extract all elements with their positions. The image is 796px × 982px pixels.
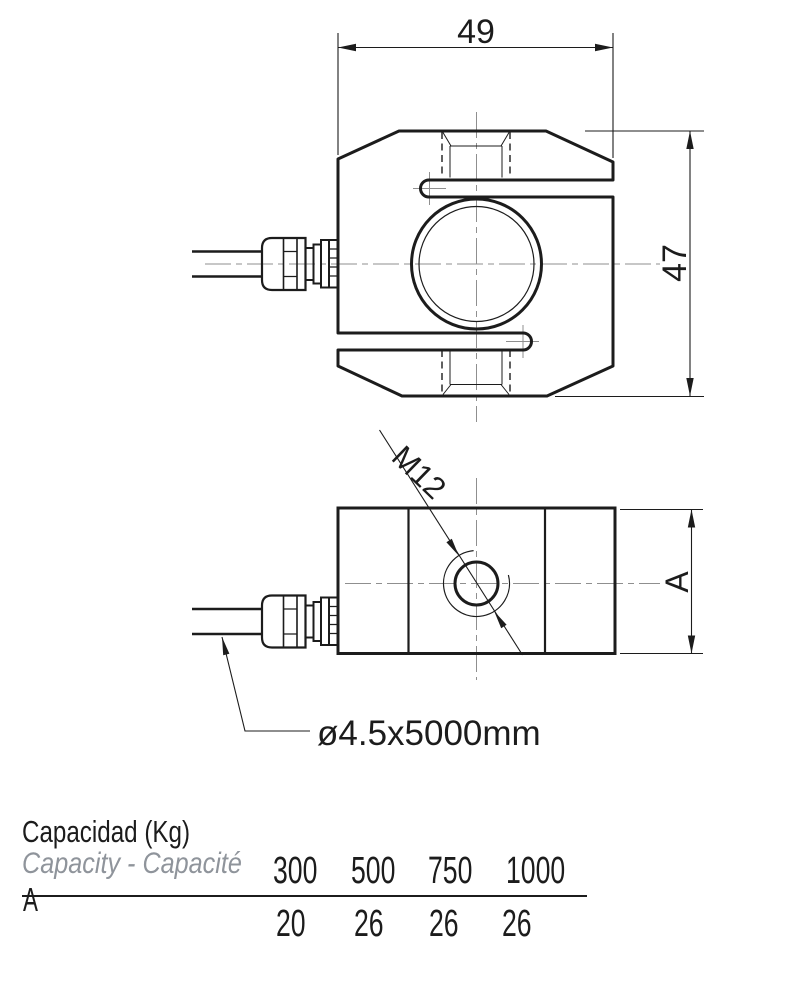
m12-leader: [379, 429, 523, 656]
dim-width-label: 49: [457, 13, 495, 51]
a-value: 20: [276, 903, 306, 945]
cable-gland-side: [190, 594, 339, 649]
capacity-value: 300: [273, 850, 318, 892]
capacity-value: 750: [428, 850, 473, 892]
dimension-height-47: [555, 130, 704, 398]
cable-size-label: ø4.5x5000mm: [317, 714, 541, 753]
a-value: 26: [429, 903, 459, 945]
capacity-value: 1000: [506, 850, 566, 892]
thread-label: M12: [385, 439, 453, 506]
a-value: 26: [354, 903, 384, 945]
s-body-outline: [336, 129, 615, 398]
top-threaded-hole: [441, 132, 511, 178]
front-view: [336, 129, 615, 398]
center-bore-outer: [410, 197, 543, 331]
side-height-label: A: [659, 571, 695, 593]
table-rule: [22, 895, 587, 897]
capacity-value: 500: [351, 850, 396, 892]
bottom-threaded-hole: [441, 350, 511, 395]
cable-gland: [192, 236, 339, 292]
side-view: [336, 429, 617, 656]
dimension-side-height-A: [620, 508, 703, 655]
center-bore-inner: [418, 205, 535, 323]
m12-hole: [453, 560, 500, 607]
centerlines: [205, 112, 660, 680]
table-subtitle: Capacity - Capacité: [22, 847, 242, 880]
table-title: Capacidad (Kg): [22, 814, 191, 849]
a-value: 26: [502, 903, 532, 945]
dim-height-label: 47: [656, 244, 694, 282]
dimension-width-49: [337, 33, 614, 158]
cable-callout-leader: [221, 636, 310, 732]
m12-thread-arc: [442, 550, 511, 618]
table-row-label: A: [23, 881, 38, 918]
